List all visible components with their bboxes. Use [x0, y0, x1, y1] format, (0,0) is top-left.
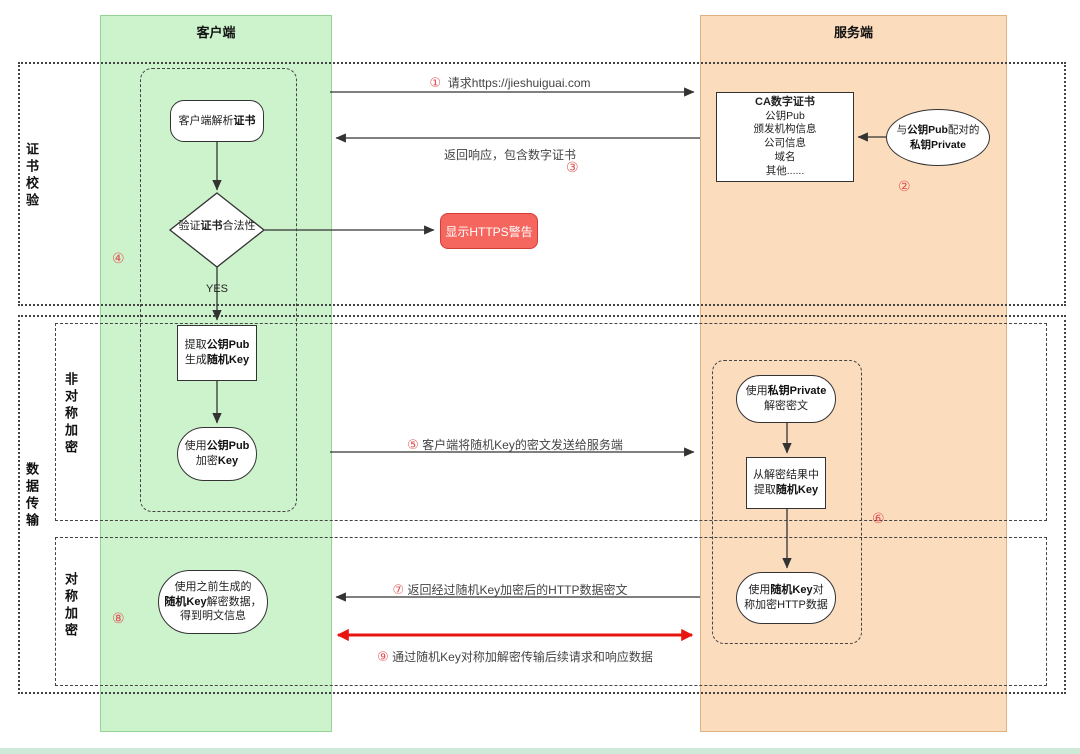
flow-node-decrypt-message: 使用之前生成的 随机Key解密数据， 得到明文信息 — [158, 570, 268, 634]
step-9-label: ⑨ 通过随机Key对称加解密传输后续请求和响应数据 — [377, 649, 653, 664]
https-warning-label: 显示HTTPS警告 — [445, 224, 533, 239]
region-data-transfer-label: 数据传输 — [24, 462, 39, 530]
server-column-title: 服务端 — [833, 25, 873, 40]
step-2-number: ② — [898, 178, 911, 194]
region-symmetric-label: 对称加密 — [63, 572, 78, 640]
step-1-number: ① — [429, 75, 442, 90]
step-1-label: ① 请求https://jieshuiguai.com — [429, 75, 591, 90]
server-flow-container — [712, 360, 862, 644]
parse-cert-text: 客户端解析 — [178, 114, 234, 127]
bottom-strip — [0, 748, 1080, 754]
step-7-number: ⑦ — [392, 582, 405, 597]
flow-node-verify-label: 验证证书合法性 — [178, 220, 256, 232]
step-5-number: ⑤ — [407, 437, 419, 452]
step-3-number: ③ — [566, 159, 579, 175]
flow-node-decrypt-ciphertext: 使用私钥Private 解密密文 — [736, 375, 836, 423]
step-4-number: ④ — [112, 250, 125, 266]
https-warning-node: 显示HTTPS警告 — [440, 213, 538, 249]
flow-node-encrypt-key: 使用公钥Pub 加密Key — [177, 427, 257, 481]
client-flow-container — [140, 68, 297, 512]
ca-certificate-node: CA数字证书 公钥Pub 颁发机构信息 公司信息 域名 其他...... — [716, 92, 854, 182]
region-asymmetric-label: 非对称加密 — [63, 372, 78, 457]
flow-node-parse-cert: 客户端解析证书 — [170, 100, 264, 142]
flow-node-extract-key: 提取公钥Pub 生成随机Key — [177, 325, 257, 381]
step-6-number: ⑥ — [872, 510, 885, 526]
step-7-label: ⑦ 返回经过随机Key加密后的HTTP数据密文 — [392, 582, 628, 597]
step-9-number: ⑨ — [377, 649, 389, 664]
yes-label: YES — [205, 283, 228, 295]
flow-node-symmetric-encrypt: 使用随机Key对 称加密HTTP数据 — [736, 572, 836, 624]
ca-certificate-title: CA数字证书 — [755, 96, 815, 109]
region-cert-check-label: 证书校验 — [24, 142, 39, 210]
step-3-label: 返回响应，包含数字证书 — [443, 148, 576, 162]
flow-node-extract-random-key: 从解密结果中 提取随机Key — [746, 457, 826, 509]
step-5-label: ⑤ 客户端将随机Key的密文发送给服务端 — [407, 437, 623, 452]
private-key-node: 与公钥Pub配对的 私钥Private — [886, 109, 990, 166]
client-column-title: 客户端 — [196, 25, 236, 40]
step-8-number: ⑧ — [112, 610, 125, 626]
